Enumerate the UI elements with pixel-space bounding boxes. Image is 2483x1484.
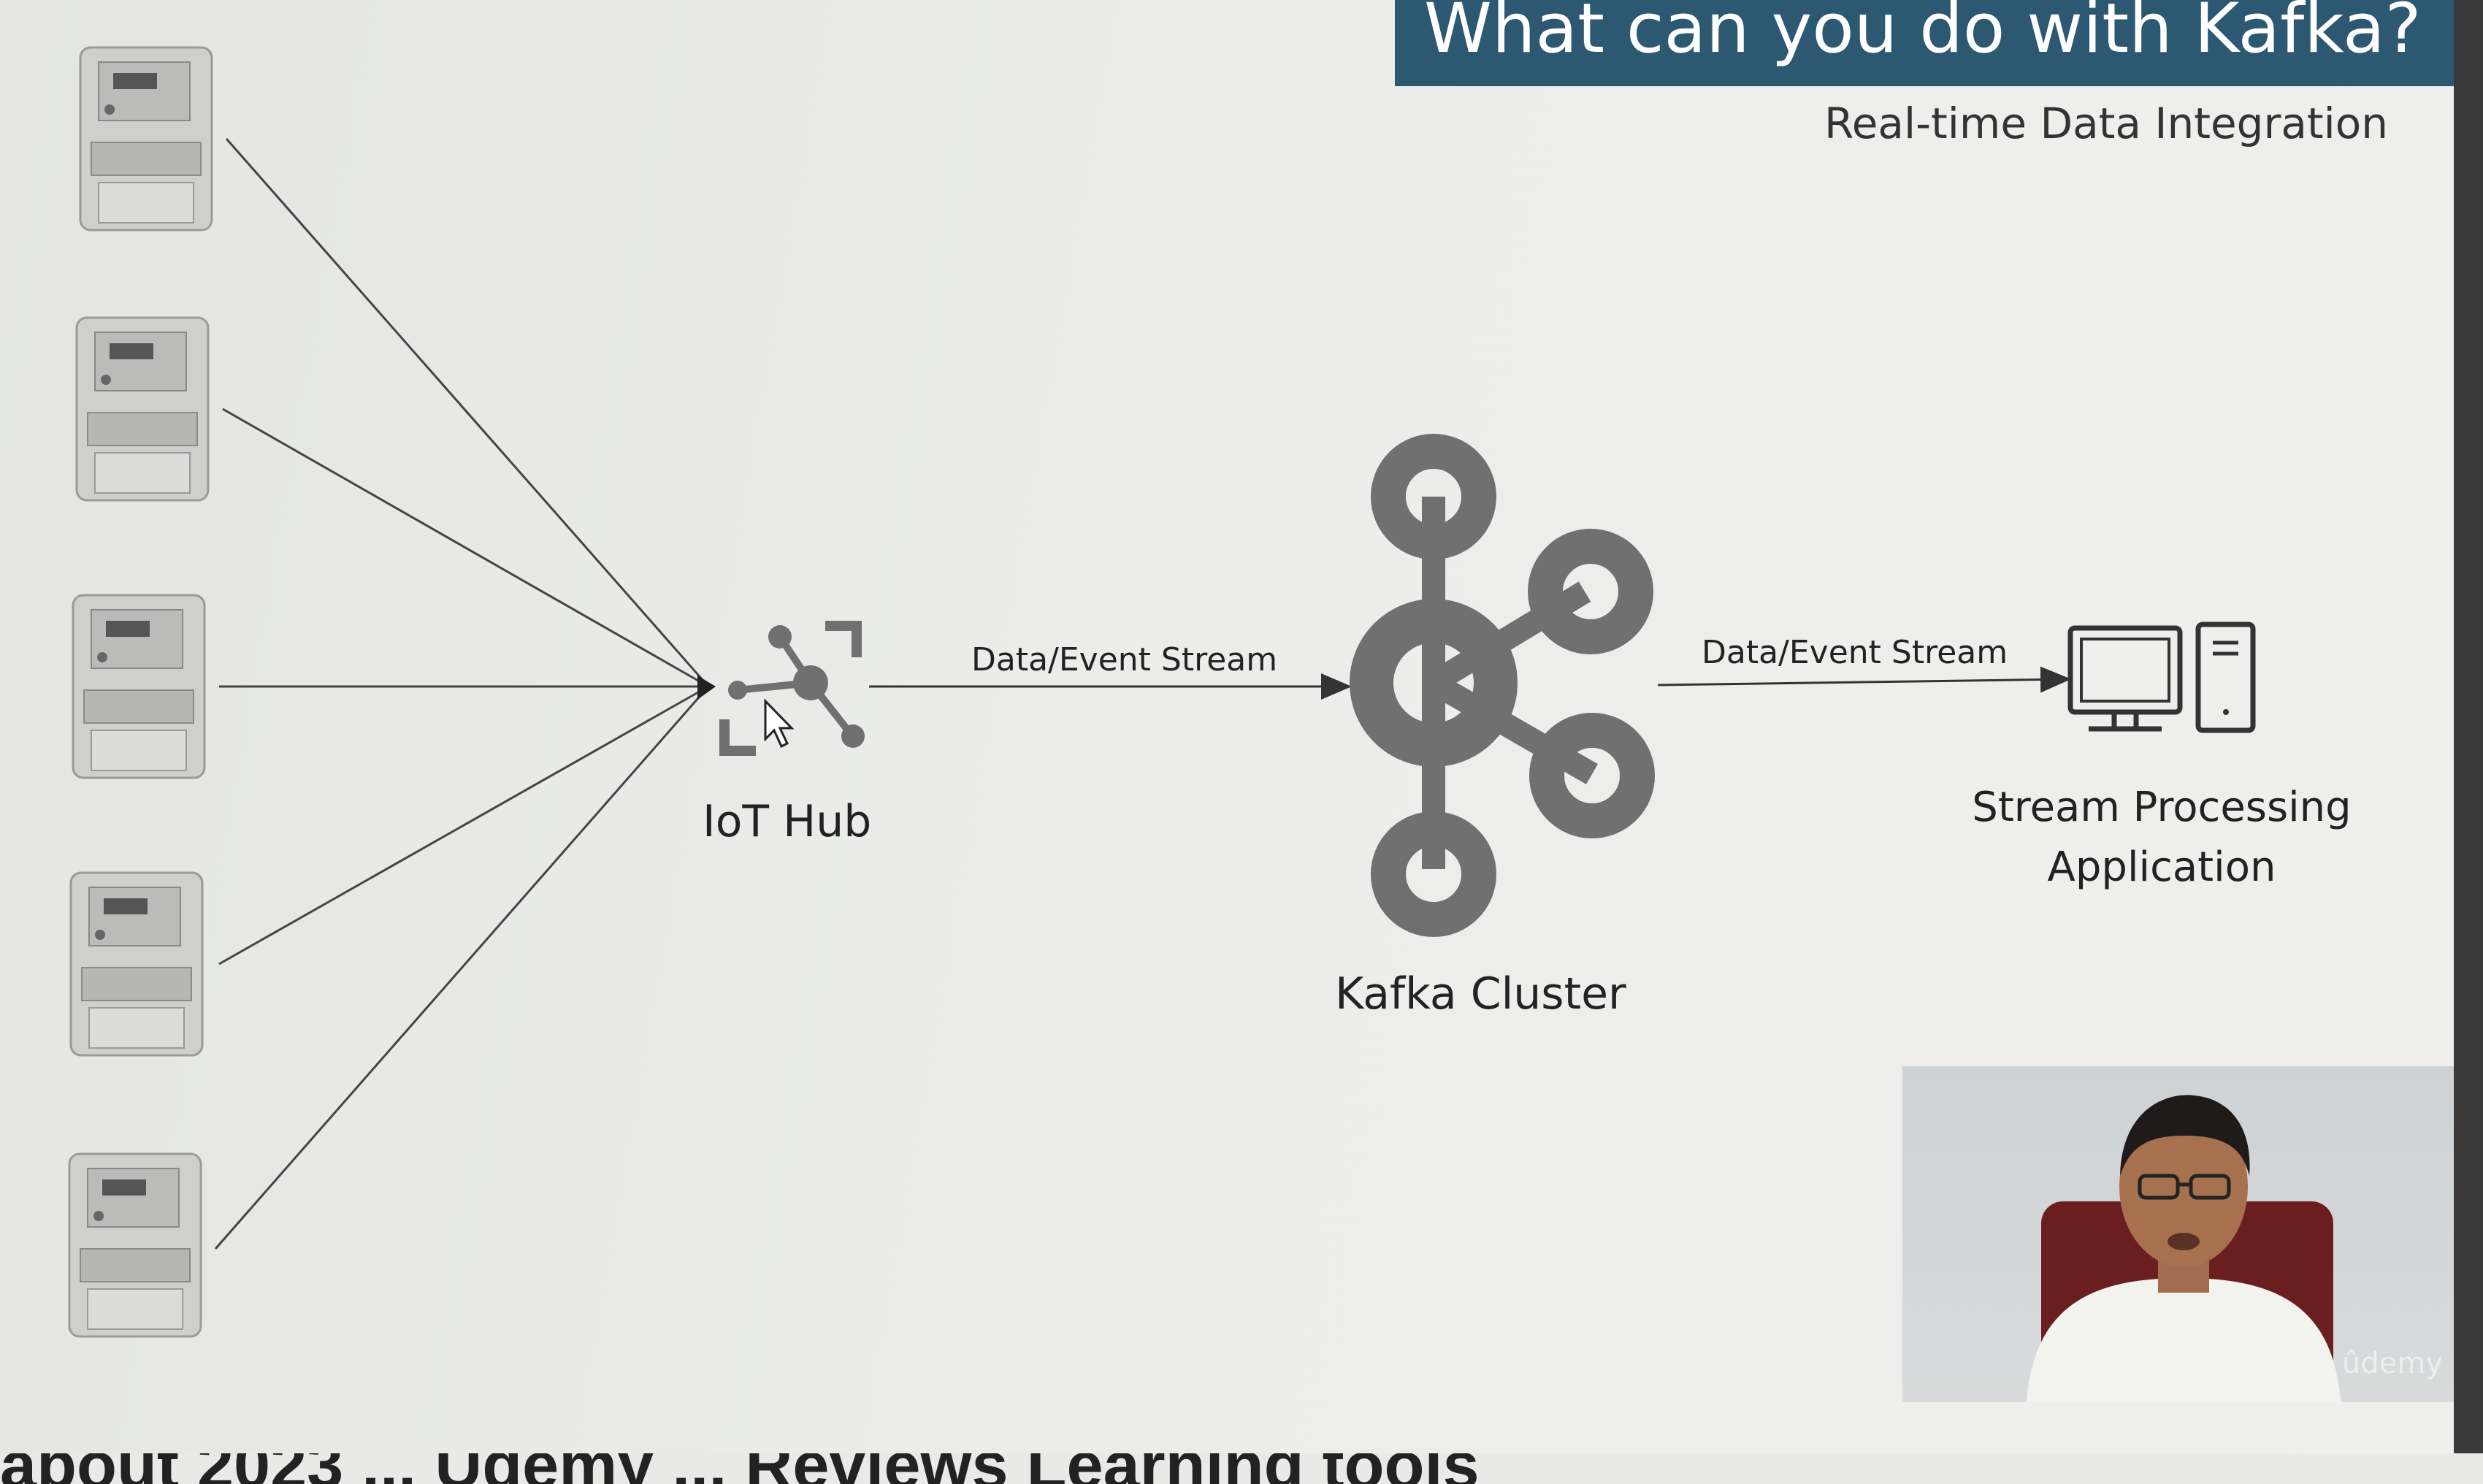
kafka-logo-icon — [1350, 434, 1655, 937]
stream-processing-line2: Application — [2047, 844, 2276, 891]
kafka-cluster-label: Kafka Cluster — [1335, 968, 1626, 1020]
meter-device-icon — [75, 316, 210, 502]
instructor-video: ûdemy — [1902, 1066, 2454, 1402]
stream-processing-label: Stream Processing Application — [1943, 778, 2381, 898]
computer-icon — [2067, 621, 2256, 733]
iot-hub-icon — [719, 621, 865, 756]
stream-label-2: Data/Event Stream — [1702, 634, 2008, 671]
screen-bezel — [2454, 0, 2483, 1453]
meter-line-4 — [218, 685, 709, 965]
meter-device-icon — [68, 1152, 202, 1338]
presentation-slide: What can you do with Kafka? Real-time Da… — [0, 0, 2454, 1453]
meter-lines — [214, 138, 710, 1250]
stream-label-1: Data/Event Stream — [971, 641, 1278, 678]
footer-partial-text: about 2023 ... Udemy ... Reviews Learnin… — [0, 1453, 1480, 1484]
stream-arrow-2 — [1657, 666, 2071, 693]
meter-device-icon — [69, 871, 204, 1057]
udemy-watermark: ûdemy — [2342, 1347, 2443, 1380]
meter-line-5 — [214, 686, 710, 1250]
slide-subtitle: Real-time Data Integration — [1824, 99, 2388, 148]
diagram-canvas — [214, 138, 2256, 1250]
stream-processing-line1: Stream Processing — [1972, 784, 2352, 831]
converge-arrow-icon — [697, 676, 716, 700]
meter-device-icon — [79, 46, 213, 232]
page-footer-strip: about 2023 ... Udemy ... Reviews Learnin… — [0, 1453, 2483, 1484]
meter-device-icon — [72, 594, 206, 779]
slide-title: What can you do with Kafka? — [1395, 0, 2454, 86]
iot-hub-label: IoT Hub — [703, 796, 872, 847]
meter-line-2 — [222, 408, 709, 688]
instructor-avatar — [2027, 1095, 2341, 1402]
meter-line-1 — [225, 138, 710, 687]
